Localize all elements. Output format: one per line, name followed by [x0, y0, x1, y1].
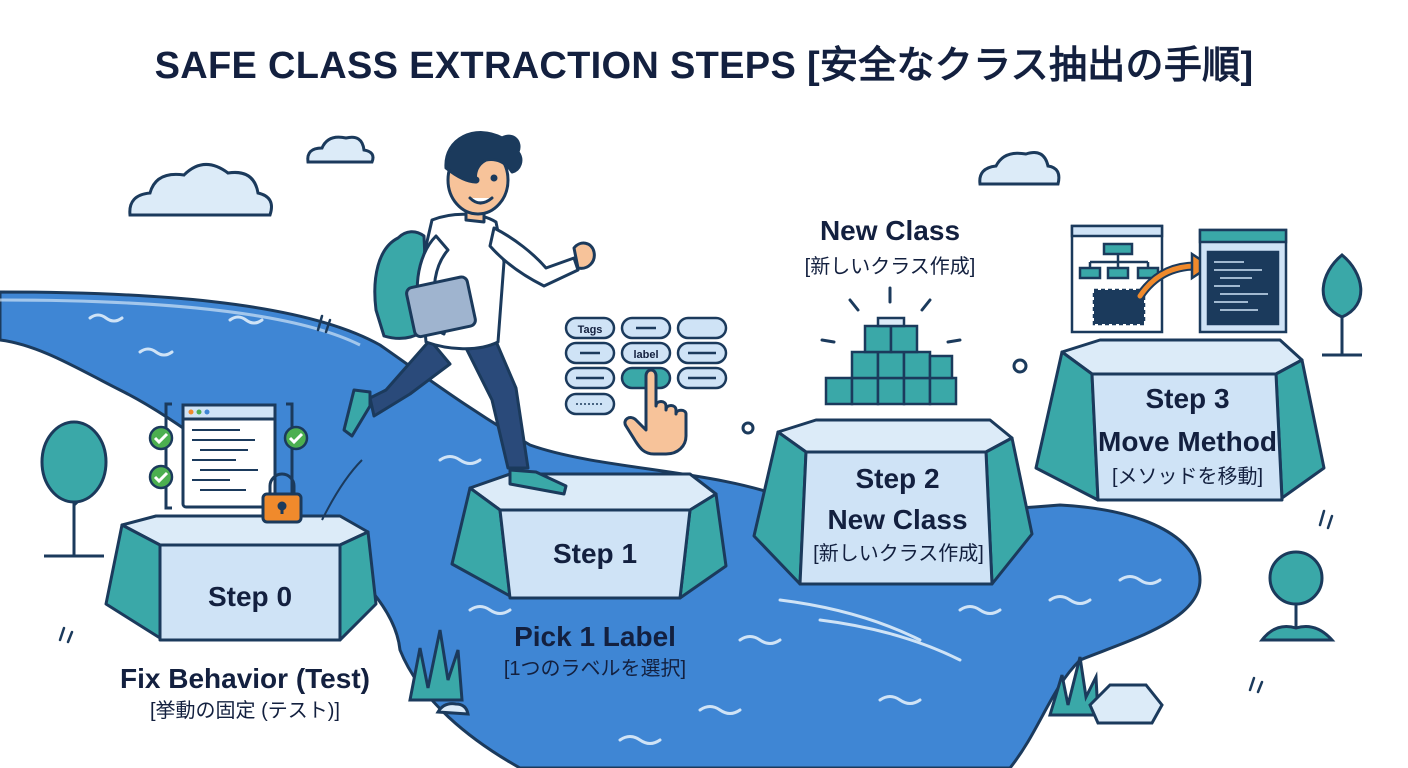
cloud-icon — [978, 151, 1061, 186]
step-2-label: Step 2 — [855, 463, 940, 494]
step-1-label: Step 1 — [552, 538, 638, 569]
new-class-callout-subtitle: [新しいクラス作成] — [804, 256, 976, 278]
step-0-platform — [104, 514, 378, 642]
tag-chip-label: label — [633, 349, 658, 361]
code-window-icon — [1198, 228, 1288, 334]
accent-marks — [58, 314, 1334, 694]
block-stack-icon — [824, 316, 958, 406]
step-3-label: Step 3 — [1145, 383, 1230, 414]
page-title: SAFE CLASS EXTRACTION STEPS [安全なクラス抽出の手順… — [154, 45, 1254, 87]
step-1-platform — [450, 472, 728, 600]
step-3-title: Move Method — [1098, 426, 1277, 457]
new-class-callout-title: New Class — [819, 215, 961, 246]
step-2-subtitle: [新しいクラス作成] — [813, 543, 984, 565]
runner-figure — [342, 131, 596, 496]
tree-icon — [1258, 550, 1336, 642]
step-3-platform — [1034, 338, 1326, 502]
step-0-label: Step 0 — [207, 581, 293, 612]
cloud-icon — [306, 135, 375, 164]
source-class-window — [1070, 224, 1164, 334]
step-1-caption: Pick 1 Label — [514, 621, 676, 652]
water-ripples — [88, 313, 1162, 745]
tree-icon — [1321, 253, 1363, 357]
code-window-icon — [164, 402, 294, 510]
check-icon — [148, 425, 309, 490]
step-2-platform — [752, 418, 1034, 586]
tag-chip-tags: Tags — [578, 324, 603, 336]
step-0-caption: Fix Behavior (Test) — [120, 663, 370, 694]
step-2-title: New Class — [827, 504, 968, 535]
pointer-hand-icon — [623, 368, 688, 456]
tree-icon — [40, 420, 108, 558]
spark-lines — [820, 286, 962, 344]
lock-icon — [261, 472, 303, 524]
tag-chip-grid — [564, 316, 728, 416]
step-0-caption-ja: [挙動の固定 (テスト)] — [150, 700, 340, 722]
step-1-caption-ja: [1つのラベルを選択] — [503, 658, 687, 680]
cloud-icon — [128, 163, 273, 217]
step-3-subtitle: [メソッドを移動] — [1111, 466, 1264, 488]
rock — [435, 683, 1164, 725]
